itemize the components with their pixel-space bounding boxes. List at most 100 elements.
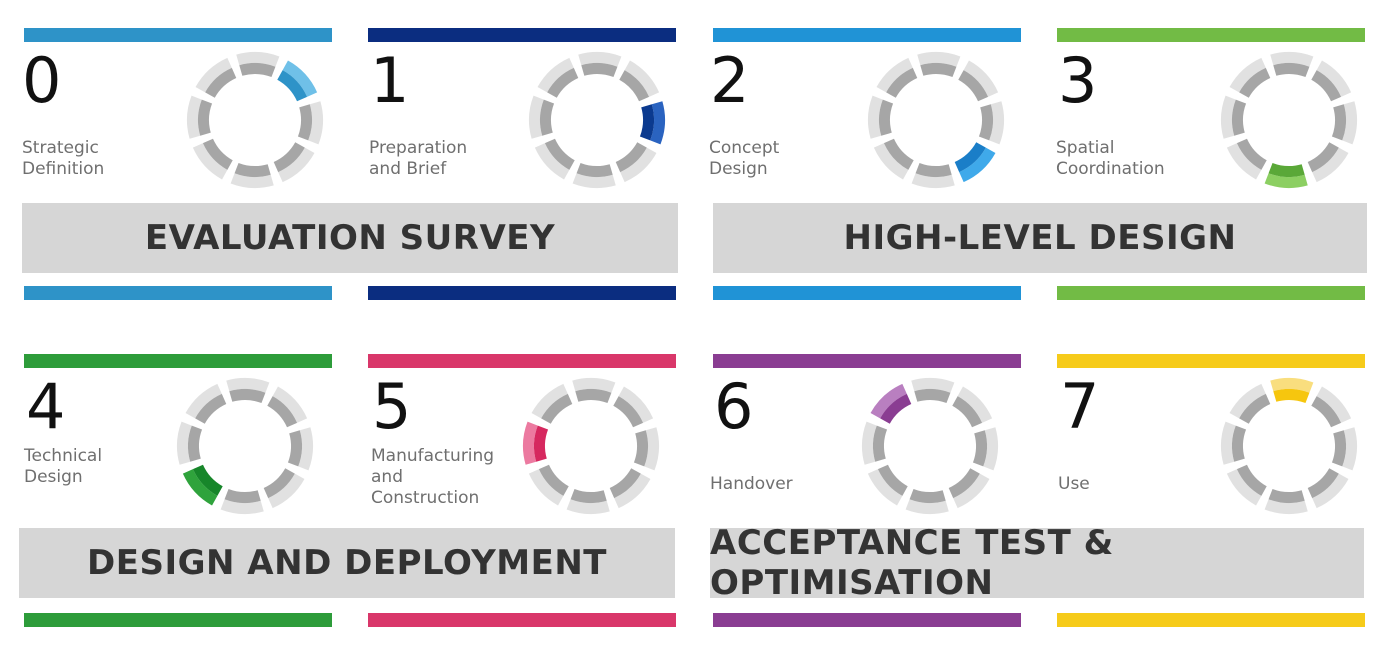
ring-segment: [185, 383, 227, 424]
ring-segment: [220, 488, 264, 515]
ring-segment-active: [182, 464, 223, 506]
ring-segment: [534, 138, 575, 180]
ring-segment: [1264, 488, 1308, 515]
ring-segment: [978, 101, 1005, 145]
stage-1-bottom-bar: [368, 286, 676, 300]
ring-segment: [287, 427, 314, 471]
ring-segment: [195, 57, 237, 98]
stage-1-number: 1: [370, 44, 410, 117]
stage-7-number: 7: [1060, 370, 1100, 443]
ring-segment: [958, 60, 999, 102]
stage-7-label: Use: [1058, 474, 1090, 494]
ring-segment: [615, 142, 657, 183]
ring-segment: [572, 162, 616, 189]
ring-segment: [1229, 57, 1271, 98]
stage-3-number: 3: [1058, 44, 1098, 117]
stage-6-bottom-bar: [713, 613, 1021, 627]
ring-segment: [873, 138, 914, 180]
ring-segment-active: [870, 383, 912, 424]
ring-segment: [613, 386, 654, 428]
stage-7-top-bar: [1057, 354, 1365, 368]
stage-4-top-bar: [24, 354, 332, 368]
stage-3-bottom-bar: [1057, 286, 1365, 300]
ring-segment: [578, 51, 622, 78]
ring-segment: [917, 51, 961, 78]
stage-6-number: 6: [714, 370, 754, 443]
stage-5-number: 5: [372, 370, 412, 443]
ring-segment: [1220, 95, 1247, 139]
stage-7-cycle-ring: [1220, 377, 1358, 515]
ring-segment: [297, 101, 324, 145]
ring-segment: [537, 57, 579, 98]
ring-segment: [267, 386, 308, 428]
ring-segment: [1311, 386, 1352, 428]
ring-segment: [1220, 421, 1247, 465]
ring-segment: [1226, 464, 1267, 506]
ring-segment: [230, 162, 274, 189]
stage-7-bottom-bar: [1057, 613, 1365, 627]
ring-segment: [528, 464, 569, 506]
stage-2-number: 2: [710, 44, 750, 117]
ring-segment: [1307, 468, 1349, 509]
stage-5-top-bar: [368, 354, 676, 368]
stage-4-cycle-ring: [176, 377, 314, 515]
ring-segment: [236, 51, 280, 78]
ring-segment: [1307, 142, 1349, 183]
stage-2-bottom-bar: [713, 286, 1021, 300]
stage-0-cycle-ring: [186, 51, 324, 189]
stage-0-bottom-bar: [24, 286, 332, 300]
stage-3-top-bar: [1057, 28, 1365, 42]
stage-5-bottom-bar: [368, 613, 676, 627]
stage-1-label: Preparation and Brief: [369, 138, 468, 179]
ring-segment: [911, 162, 955, 189]
stage-0-label: Strategic Definition: [22, 138, 105, 179]
stage-2-top-bar: [713, 28, 1021, 42]
ring-segment: [972, 427, 999, 471]
ring-segment-active: [639, 101, 666, 145]
ring-segment: [1311, 60, 1352, 102]
ring-segment: [273, 142, 315, 183]
ring-segment: [1226, 138, 1267, 180]
ring-segment: [186, 95, 213, 139]
ring-segment: [226, 377, 270, 404]
ring-segment: [861, 421, 888, 465]
ring-segment: [905, 488, 949, 515]
banner-evaluation-survey: EVALUATION SURVEY: [22, 203, 678, 273]
ring-segment: [867, 95, 894, 139]
banner-design-and-deployment: DESIGN AND DEPLOYMENT: [19, 528, 675, 598]
stage-6-top-bar: [713, 354, 1021, 368]
stage-4-bottom-bar: [24, 613, 332, 627]
ring-segment: [952, 386, 993, 428]
stage-5-cycle-ring: [522, 377, 660, 515]
ring-segment: [1229, 383, 1271, 424]
ring-segment: [1331, 427, 1358, 471]
stage-6-label: Handover: [710, 474, 793, 494]
stage-4-label: Technical Design: [24, 446, 103, 487]
stage-4-number: 4: [26, 370, 66, 443]
ring-segment-active: [522, 421, 549, 465]
ring-segment: [566, 488, 610, 515]
ring-segment: [911, 377, 955, 404]
ring-segment: [633, 427, 660, 471]
ring-segment: [531, 383, 573, 424]
banner-acceptance-test-optimisation: ACCEPTANCE TEST & OPTIMISATION: [710, 523, 1364, 603]
ring-segment: [619, 60, 660, 102]
ring-segment-active: [1264, 162, 1308, 189]
ring-segment-active: [954, 142, 996, 183]
ring-segment: [948, 468, 990, 509]
ring-segment: [528, 95, 555, 139]
stage-0-top-bar: [24, 28, 332, 42]
ring-segment: [192, 138, 233, 180]
stage-5-label: Manufacturing and Construction: [371, 446, 495, 508]
ring-segment-active: [1270, 377, 1314, 404]
stage-3-cycle-ring: [1220, 51, 1358, 189]
ring-segment: [572, 377, 616, 404]
stage-6-cycle-ring: [861, 377, 999, 515]
ring-segment-active: [277, 60, 318, 102]
ring-segment: [1270, 51, 1314, 78]
stage-1-cycle-ring: [528, 51, 666, 189]
ring-segment: [867, 464, 908, 506]
stage-0-number: 0: [22, 44, 62, 117]
ring-segment: [1331, 101, 1358, 145]
ring-segment: [263, 468, 305, 509]
